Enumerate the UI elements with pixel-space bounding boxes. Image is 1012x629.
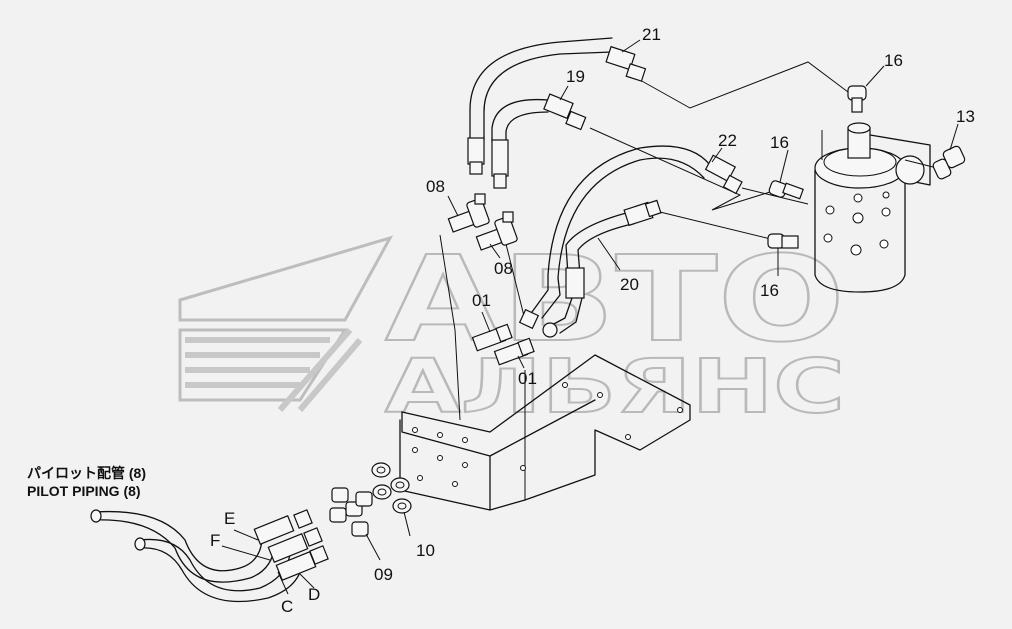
seal-washers-10 (371, 462, 412, 514)
label-leaders (221, 39, 959, 595)
label-part-01-lower: 01 (518, 369, 537, 388)
label-part-01-upper: 01 (472, 291, 491, 310)
elbow-fitting-16-low (767, 233, 799, 249)
watermark-line1: АВТО (385, 230, 845, 368)
mounting-bracket (399, 329, 691, 511)
label-part-19: 19 (566, 67, 585, 86)
label-part-16-top: 16 (884, 51, 903, 70)
label-hose-F: F (210, 531, 220, 550)
label-hose-C: C (281, 597, 293, 616)
elbow-fitting-13 (932, 145, 966, 180)
label-hose-D: D (308, 585, 320, 604)
hose-20 (542, 199, 662, 338)
adapter-08-lower (475, 211, 518, 251)
nuts-09 (329, 487, 373, 537)
label-part-10: 10 (416, 541, 435, 560)
label-part-08-upper: 08 (426, 177, 445, 196)
label-part-13: 13 (956, 107, 975, 126)
swivel-valve (814, 122, 931, 293)
note-english: PILOT PIPING (8) (27, 483, 141, 499)
hose-22 (518, 145, 743, 330)
label-part-16-mid: 16 (770, 133, 789, 152)
bracket-holes (412, 382, 683, 487)
elbow-fitting-16-mid (768, 180, 804, 200)
connector-01-lower (493, 337, 535, 366)
elbow-fitting-16-top (847, 85, 867, 113)
label-part-09: 09 (374, 565, 393, 584)
watermark-logo (178, 235, 394, 412)
pilot-hoses (90, 509, 329, 603)
label-part-16-low: 16 (760, 281, 779, 300)
label-part-20: 20 (620, 275, 639, 294)
watermark-line2: АЛЬЯНС (385, 344, 845, 430)
label-part-22: 22 (718, 131, 737, 150)
label-hose-E: E (224, 509, 235, 528)
note-japanese: パイロット配管 (8) (27, 465, 146, 481)
connector-01-upper (471, 323, 513, 352)
hose-19 (491, 93, 587, 189)
adapter-08-upper (447, 193, 490, 233)
label-part-21: 21 (642, 25, 661, 44)
label-part-08-lower: 08 (494, 259, 513, 278)
hose-21 (467, 37, 647, 175)
